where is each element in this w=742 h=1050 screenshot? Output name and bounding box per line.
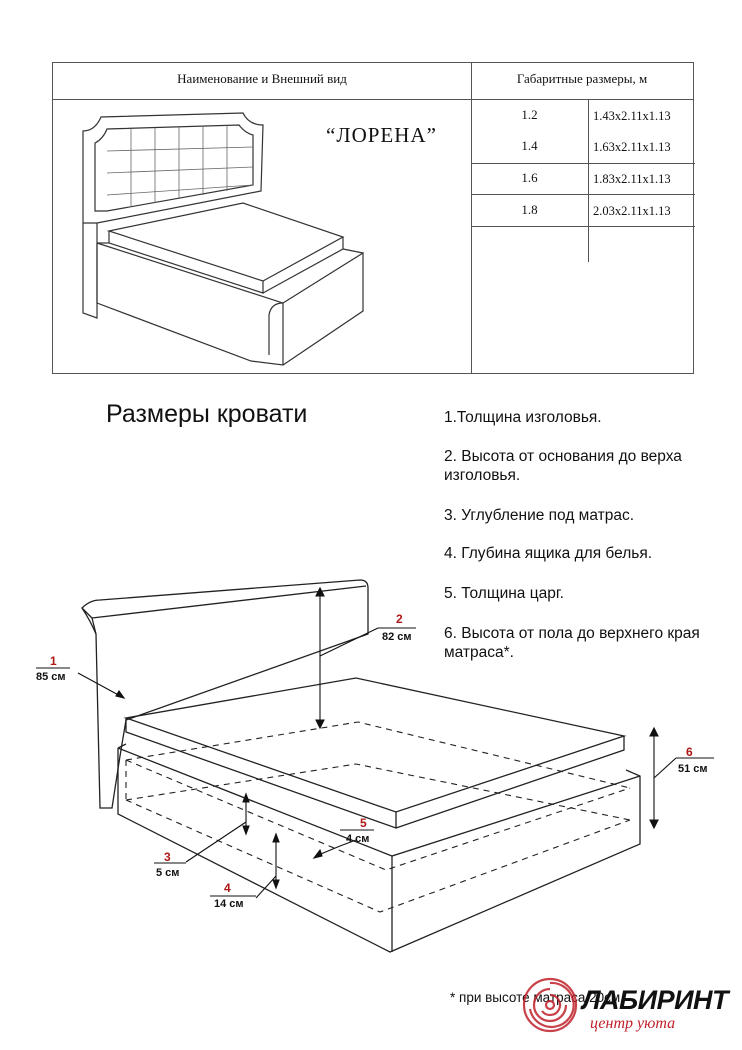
bed-illustration-small bbox=[82, 112, 364, 366]
note-item: 3. Углубление под матрас. bbox=[444, 507, 635, 524]
bed-dimension-diagram bbox=[36, 579, 714, 953]
labyrinth-logo-icon bbox=[522, 977, 578, 1033]
spec-table: Наименование и Внешний вид Габаритные ра… bbox=[52, 62, 695, 374]
row-dims: 1.43x2.11x1.13 bbox=[593, 109, 671, 123]
brand-tagline: центр уюта bbox=[590, 1015, 676, 1032]
callout-2-number: 2 bbox=[396, 612, 403, 626]
note-item: 1.Толщина изголовья. bbox=[444, 409, 602, 426]
callout-3-value: 5 см bbox=[156, 867, 180, 879]
callout-4-value: 14 см bbox=[214, 898, 244, 910]
model-name: “ЛОРЕНА” bbox=[326, 123, 437, 147]
note-item: 2. Высота от основания до верха изголовь… bbox=[444, 448, 682, 484]
row-dims: 1.83x2.11x1.13 bbox=[593, 172, 671, 186]
row-dims: 1.63x2.11x1.13 bbox=[593, 140, 671, 154]
callout-4-number: 4 bbox=[224, 881, 231, 895]
row-dims: 2.03x2.11x1.13 bbox=[593, 204, 671, 218]
row-width: 1.8 bbox=[521, 202, 538, 217]
callout-6-value: 51 см bbox=[678, 763, 708, 775]
callout-5-value: 4 см bbox=[346, 833, 370, 845]
callout-2-value: 82 см bbox=[382, 631, 412, 643]
row-width: 1.6 bbox=[521, 170, 538, 185]
callout-1-number: 1 bbox=[50, 654, 57, 668]
table-header-name: Наименование и Внешний вид bbox=[177, 71, 347, 86]
section-title: Размеры кровати bbox=[106, 400, 308, 428]
note-item: 6. Высота от пола до верхнего края матра… bbox=[444, 625, 700, 661]
callout-3-number: 3 bbox=[164, 850, 171, 864]
note-item: 5. Толщина царг. bbox=[444, 585, 564, 602]
callout-1-value: 85 см bbox=[36, 671, 66, 683]
row-width: 1.2 bbox=[521, 107, 538, 122]
callout-6-number: 6 bbox=[686, 745, 693, 759]
brand-name: ЛАБИРИНТ bbox=[582, 985, 729, 1015]
row-width: 1.4 bbox=[521, 138, 538, 153]
table-header-dimensions: Габаритные размеры, м bbox=[516, 71, 648, 86]
note-item: 4. Глубина ящика для белья. bbox=[444, 545, 653, 562]
callout-5-number: 5 bbox=[360, 816, 367, 830]
